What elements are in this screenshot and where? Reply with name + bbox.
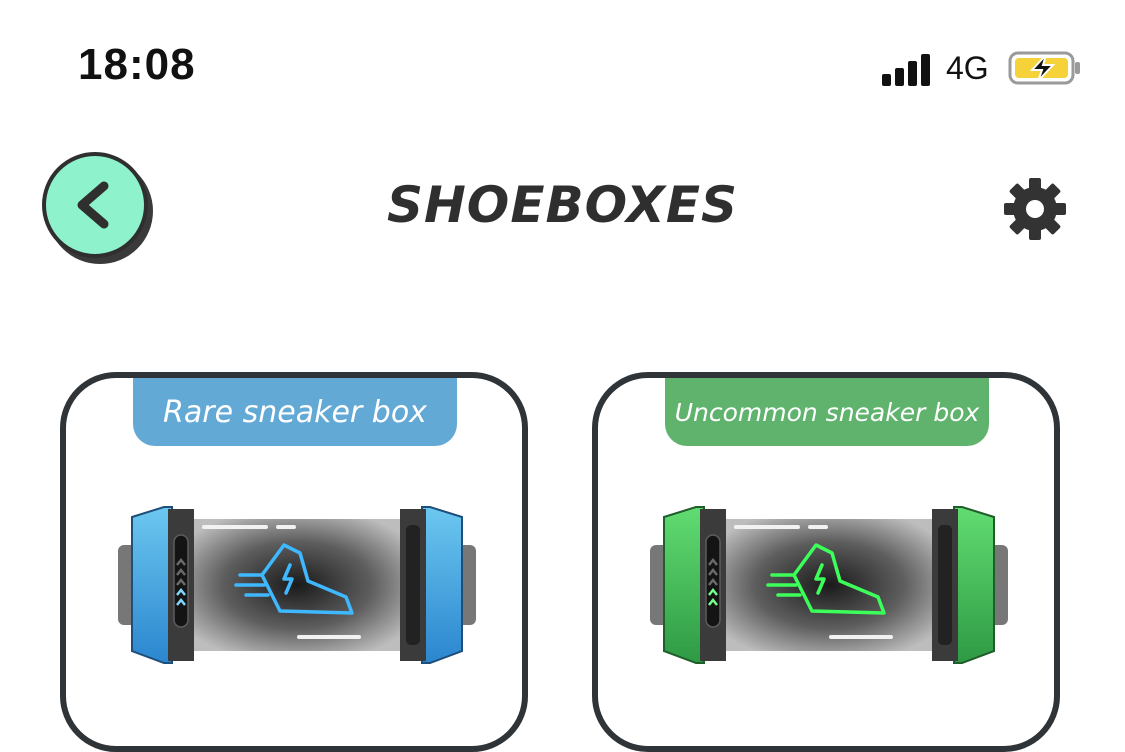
card-label: Rare sneaker box <box>133 378 457 446</box>
battery-charging-icon <box>1008 51 1080 85</box>
back-button[interactable] <box>42 152 148 258</box>
rare-sneaker-box-card[interactable]: Rare sneaker box <box>60 372 528 752</box>
network-type: 4G <box>946 50 989 86</box>
sneaker-box-image <box>118 506 476 664</box>
status-time: 18:08 <box>78 40 196 89</box>
gear-icon[interactable] <box>1002 176 1068 242</box>
chevron-left-icon <box>77 181 109 229</box>
signal-icon <box>882 52 934 86</box>
card-label: Uncommon sneaker box <box>665 378 989 446</box>
uncommon-sneaker-box-card[interactable]: Uncommon sneaker box <box>592 372 1060 752</box>
sneaker-box-image <box>650 506 1008 664</box>
page-title: SHOEBOXES <box>386 176 739 234</box>
